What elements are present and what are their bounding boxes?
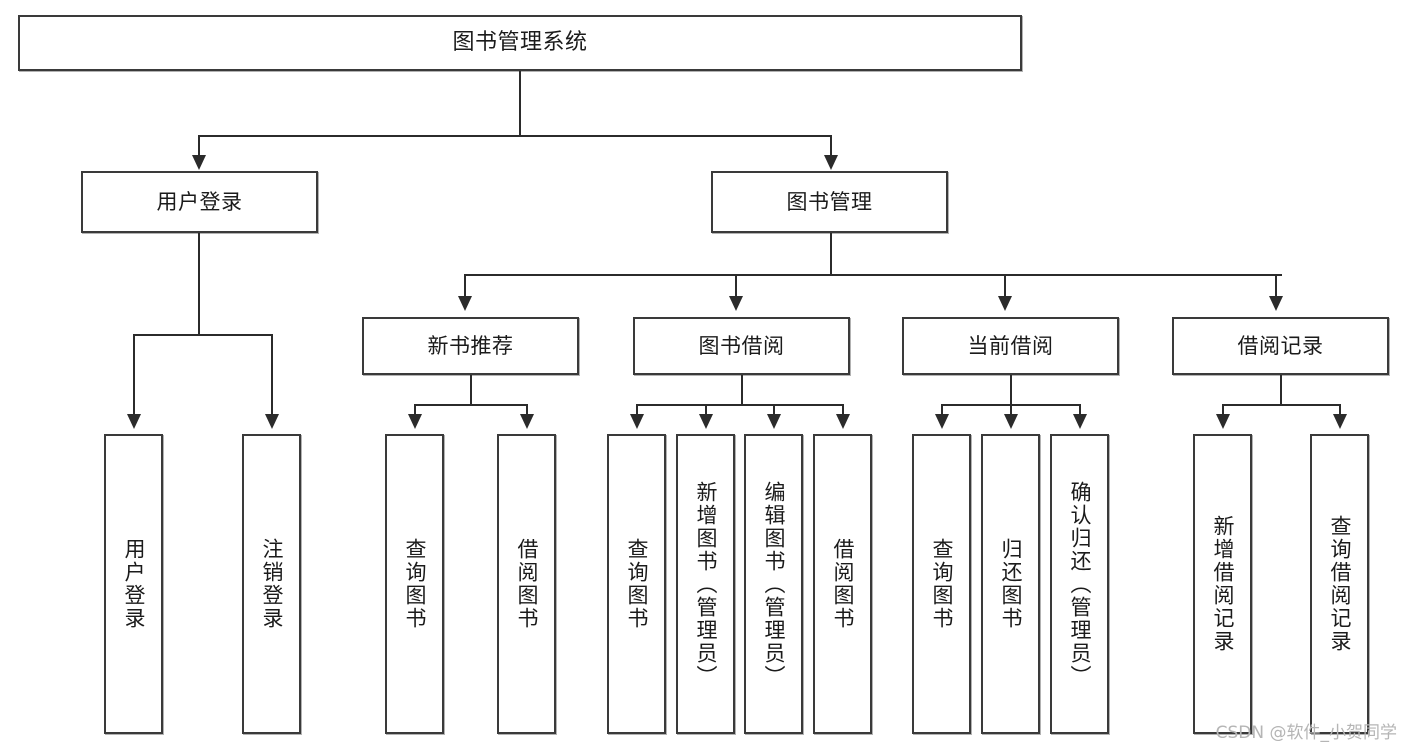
arrowhead-leaf-add-book bbox=[699, 414, 713, 429]
node-label: 编辑图书（管理员） bbox=[761, 480, 786, 688]
node-leaf-confirm-return[interactable]: 确认归还（管理员） bbox=[1050, 434, 1109, 734]
connector-current-borrow-stem bbox=[1010, 375, 1012, 405]
arrowhead-book-borrow bbox=[729, 296, 743, 311]
connector-book-borrow-to-leaf-2 bbox=[773, 404, 775, 418]
node-label: 当前借阅 bbox=[967, 333, 1054, 358]
connector-root-to-user-login bbox=[198, 135, 200, 159]
node-new-book-recommend[interactable]: 新书推荐 bbox=[362, 317, 579, 375]
node-book-management[interactable]: 图书管理 bbox=[711, 171, 948, 233]
connector-book-mgmt-to-new-book bbox=[464, 274, 466, 300]
arrowhead-leaf-borrow-book-2 bbox=[836, 414, 850, 429]
arrowhead-leaf-confirm-return bbox=[1073, 414, 1087, 429]
arrowhead-user-login bbox=[192, 155, 206, 170]
node-borrow-record[interactable]: 借阅记录 bbox=[1172, 317, 1389, 375]
arrowhead-leaf-edit-book bbox=[767, 414, 781, 429]
node-label: 借阅图书 bbox=[514, 538, 539, 630]
connector-current-borrow-to-leaf-2 bbox=[1079, 404, 1081, 418]
node-book-borrow[interactable]: 图书借阅 bbox=[633, 317, 850, 375]
connector-book-mgmt-to-book-borrow bbox=[735, 274, 737, 300]
connector-user-login-stem bbox=[198, 233, 200, 335]
node-label: 用户登录 bbox=[156, 189, 243, 214]
node-leaf-query-book-current[interactable]: 查询图书 bbox=[912, 434, 971, 734]
watermark-text: CSDN @软件_小贺同学 bbox=[1215, 723, 1397, 743]
connector-borrow-record-stem bbox=[1280, 375, 1282, 405]
node-user-login[interactable]: 用户登录 bbox=[81, 171, 318, 233]
connector-book-borrow-to-leaf-1 bbox=[705, 404, 707, 418]
node-leaf-query-borrow-record[interactable]: 查询借阅记录 bbox=[1310, 434, 1369, 734]
node-label: 归还图书 bbox=[998, 538, 1023, 630]
node-leaf-query-book-new[interactable]: 查询图书 bbox=[385, 434, 444, 734]
connector-root-bus bbox=[198, 135, 832, 137]
node-label: 查询图书 bbox=[624, 538, 649, 630]
arrowhead-leaf-query-book-1 bbox=[408, 414, 422, 429]
connector-user-login-bus bbox=[133, 334, 272, 336]
connector-borrow-record-to-leaf-1 bbox=[1339, 404, 1341, 418]
node-label: 借阅记录 bbox=[1237, 333, 1324, 358]
node-label: 图书借阅 bbox=[698, 333, 785, 358]
node-leaf-edit-book[interactable]: 编辑图书（管理员） bbox=[744, 434, 803, 734]
node-label: 借阅图书 bbox=[830, 538, 855, 630]
connector-user-login-to-leaf-1 bbox=[271, 334, 273, 418]
connector-book-borrow-stem bbox=[741, 375, 743, 405]
node-label: 查询图书 bbox=[402, 538, 427, 630]
connector-book-borrow-bus bbox=[636, 404, 842, 406]
connector-book-mgmt-bus bbox=[464, 274, 1282, 276]
node-label: 新增借阅记录 bbox=[1210, 515, 1235, 653]
node-label: 图书管理 bbox=[786, 189, 873, 214]
connector-book-borrow-to-leaf-3 bbox=[842, 404, 844, 418]
node-current-borrow[interactable]: 当前借阅 bbox=[902, 317, 1119, 375]
node-leaf-add-book[interactable]: 新增图书（管理员） bbox=[676, 434, 735, 734]
node-leaf-user-login[interactable]: 用户登录 bbox=[104, 434, 163, 734]
node-label: 图书管理系统 bbox=[452, 30, 588, 56]
connector-current-borrow-to-leaf-1 bbox=[1010, 404, 1012, 418]
node-leaf-add-borrow-record[interactable]: 新增借阅记录 bbox=[1193, 434, 1252, 734]
node-leaf-logout[interactable]: 注销登录 bbox=[242, 434, 301, 734]
arrowhead-leaf-user-login bbox=[127, 414, 141, 429]
connector-book-mgmt-to-current-borrow bbox=[1004, 274, 1006, 300]
connector-new-book-bus bbox=[414, 404, 526, 406]
arrowhead-book-mgmt bbox=[824, 155, 838, 170]
arrowhead-leaf-return-book bbox=[1004, 414, 1018, 429]
arrowhead-leaf-query-record bbox=[1333, 414, 1347, 429]
connector-user-login-to-leaf-0 bbox=[133, 334, 135, 418]
connector-book-mgmt-stem bbox=[830, 233, 832, 275]
node-label: 确认归还（管理员） bbox=[1067, 480, 1092, 688]
node-root-system[interactable]: 图书管理系统 bbox=[18, 15, 1022, 71]
connector-new-book-to-leaf-0 bbox=[414, 404, 416, 418]
connector-book-borrow-to-leaf-0 bbox=[636, 404, 638, 418]
node-leaf-borrow-book[interactable]: 借阅图书 bbox=[813, 434, 872, 734]
node-label: 注销登录 bbox=[259, 538, 284, 630]
node-label: 查询借阅记录 bbox=[1327, 515, 1352, 653]
connector-borrow-record-bus bbox=[1222, 404, 1339, 406]
arrowhead-borrow-record bbox=[1269, 296, 1283, 311]
connector-new-book-stem bbox=[470, 375, 472, 405]
connector-book-mgmt-to-borrow-record bbox=[1275, 274, 1277, 300]
arrowhead-leaf-logout bbox=[265, 414, 279, 429]
connector-root-stem bbox=[519, 71, 521, 136]
node-label: 新增图书（管理员） bbox=[693, 480, 718, 688]
connector-borrow-record-to-leaf-0 bbox=[1222, 404, 1224, 418]
node-leaf-return-book[interactable]: 归还图书 bbox=[981, 434, 1040, 734]
node-label: 用户登录 bbox=[121, 538, 146, 630]
connector-current-borrow-to-leaf-0 bbox=[941, 404, 943, 418]
arrowhead-leaf-borrow-book-1 bbox=[520, 414, 534, 429]
node-label: 查询图书 bbox=[929, 538, 954, 630]
node-label: 新书推荐 bbox=[427, 333, 514, 358]
connector-root-to-book-mgmt bbox=[830, 135, 832, 159]
node-leaf-borrow-book-new[interactable]: 借阅图书 bbox=[497, 434, 556, 734]
arrowhead-leaf-query-book-2 bbox=[630, 414, 644, 429]
connector-new-book-to-leaf-1 bbox=[526, 404, 528, 418]
arrowhead-new-book bbox=[458, 296, 472, 311]
node-leaf-query-book-borrow[interactable]: 查询图书 bbox=[607, 434, 666, 734]
arrowhead-leaf-add-record bbox=[1216, 414, 1230, 429]
arrowhead-leaf-query-book-3 bbox=[935, 414, 949, 429]
arrowhead-current-borrow bbox=[998, 296, 1012, 311]
